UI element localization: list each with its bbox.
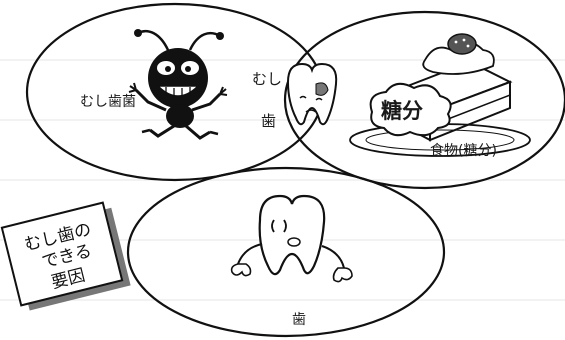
bacteria-label: むし歯菌	[80, 94, 136, 110]
cavity-tooth-illustration	[286, 62, 338, 126]
sugar-cloud: 糖分	[369, 82, 452, 137]
sugar-label: 食物(糖分)	[430, 142, 497, 159]
teeth-label: 歯	[292, 312, 306, 328]
center-label-line2: 歯	[261, 112, 276, 130]
tooth-illustration	[230, 194, 353, 283]
teeth-circle	[126, 166, 446, 338]
topic-sign: むし歯の できる 要因	[0, 201, 131, 311]
germ-illustration	[128, 29, 228, 140]
sugar-circle	[283, 10, 565, 190]
cloud-sugar-label: 糖分	[381, 99, 423, 123]
center-label-line1: むし	[252, 70, 282, 88]
